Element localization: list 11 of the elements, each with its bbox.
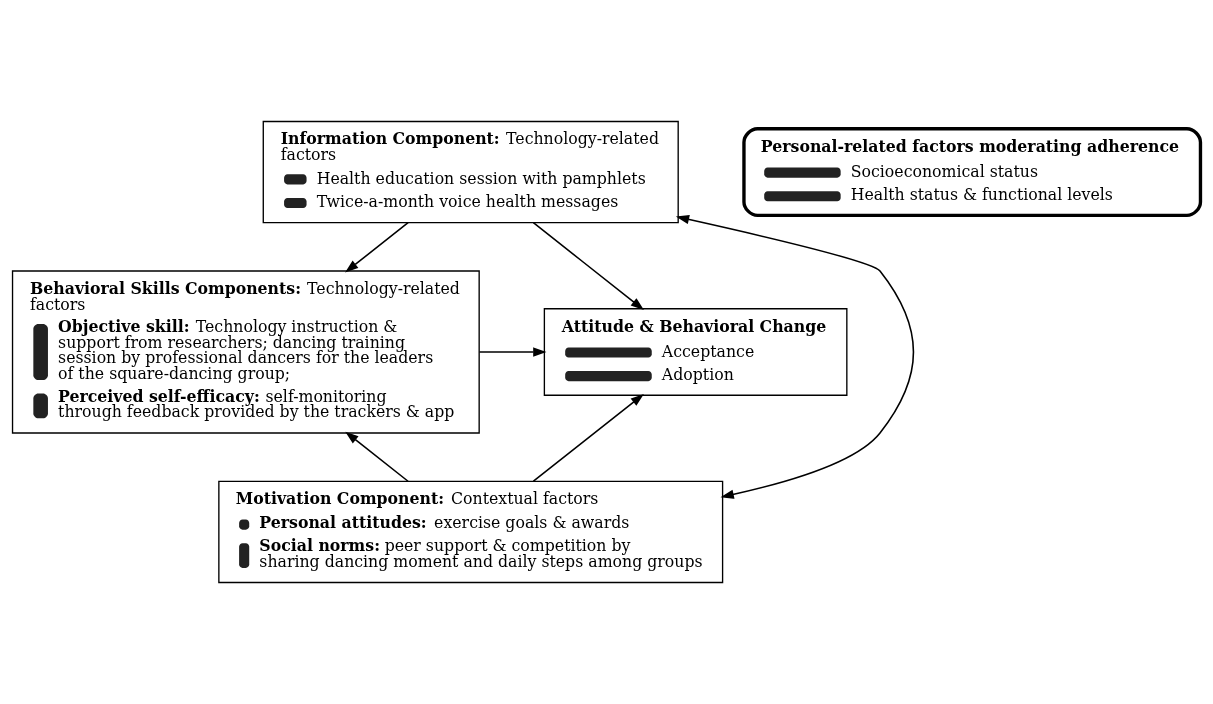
node-box: Personal-related factors moderating adherence Socioeconomical status Health status & functional levels	[742, 127, 1203, 218]
node-box: Behavioral Skills Components: Technology-related factors Objective skill: Technology instruction & support from researchers; dancing training session by professional dancers for the leaders of the square-dancing group; Perceived self-efficacy: self-monitoring through feedback provided by the trackers & app	[11, 270, 480, 434]
arrow	[345, 221, 409, 273]
arrow	[532, 393, 644, 482]
arrow	[345, 431, 409, 483]
arrow	[478, 347, 547, 357]
node-box: Attitude & Behavioral Change Acceptance Adoption	[543, 308, 848, 396]
arrow	[675, 214, 915, 499]
node-box: Motivation Component: Contextual factors Personal attitudes: exercise goals & awards Social norms: peer support & competition by sharing dancing moment and daily steps among groups	[218, 480, 724, 584]
arrow	[532, 221, 644, 311]
node-box: Information Component: Technology-related factors Health education session with pamphlets Twice-a-month voice health messages	[262, 120, 679, 224]
